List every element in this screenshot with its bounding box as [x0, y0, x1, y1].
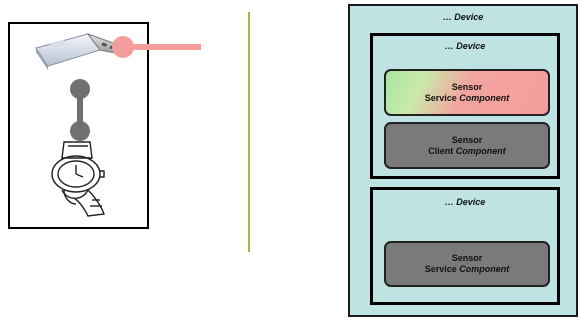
device-2-title: … Device: [444, 197, 486, 207]
component-kind: Service: [424, 264, 460, 274]
divider-line: [248, 12, 250, 252]
component-line2: Service Component: [386, 93, 548, 104]
component-line1: Sensor: [451, 81, 483, 92]
sensor-client-component: Sensor Client Component: [384, 122, 550, 169]
component-line1: Sensor: [451, 134, 483, 145]
outer-device-title: … Device: [442, 12, 484, 22]
component-line1: Sensor: [451, 253, 483, 263]
sensor-service-component: Sensor Service Component: [384, 69, 550, 116]
component-kind: Service: [424, 92, 460, 103]
device-1-title: … Device: [444, 41, 486, 51]
component-kind: Client: [428, 145, 456, 156]
component-word: Component: [459, 92, 510, 103]
component-word: Component: [455, 145, 506, 156]
component-line2: Service Component: [386, 264, 548, 275]
sensor-service-component: Sensor Service Component: [384, 241, 550, 287]
pink-connector: [112, 36, 201, 58]
wristwatch-icon: [51, 141, 105, 217]
gray-connector: [70, 79, 90, 141]
component-word: Component: [459, 264, 510, 274]
component-line2: Client Component: [386, 146, 548, 157]
